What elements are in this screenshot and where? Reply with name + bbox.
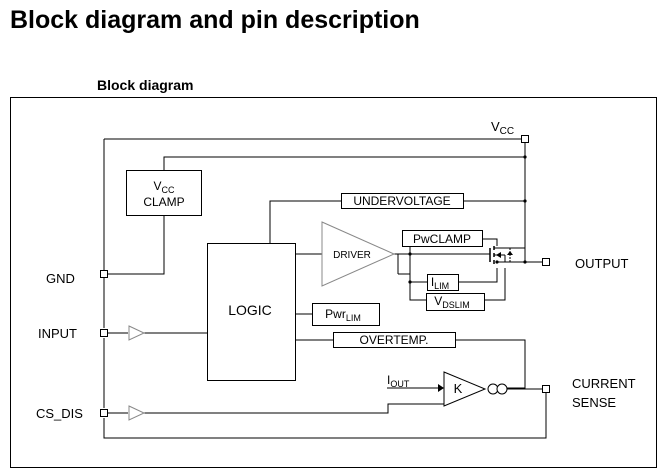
undervoltage-label: UNDERVOLTAGE xyxy=(353,194,450,208)
pwrlim-block xyxy=(312,303,380,326)
overtemp-block xyxy=(333,332,456,348)
k-label: K xyxy=(454,381,463,396)
pins xyxy=(100,135,550,417)
vdslim-label: VDSLIM xyxy=(434,294,470,310)
cs-dis-pin-label: CS_DIS xyxy=(36,406,83,421)
gnd-pin-label: GND xyxy=(46,271,75,286)
output-pin[interactable] xyxy=(542,258,550,266)
vdslim-block xyxy=(426,293,485,311)
vcc-clamp-block xyxy=(126,170,202,216)
driver-label: DRIVER xyxy=(333,250,371,261)
current-sense-pin[interactable] xyxy=(542,385,550,393)
page-title: Block diagram and pin description xyxy=(10,6,420,34)
undervoltage-block xyxy=(341,193,464,209)
vcc-pin-label: VCC xyxy=(491,119,514,137)
pwrlim-label: PwrLIM xyxy=(325,307,361,323)
input-buffer xyxy=(128,325,146,341)
current-sense-pin-label: CURRENT xyxy=(572,376,636,391)
iout-label: IOUT xyxy=(387,373,410,389)
vcc-clamp-label: VCC xyxy=(153,179,175,195)
logic-block xyxy=(207,243,296,381)
output-pin-label: OUTPUT xyxy=(575,256,629,271)
driver-block xyxy=(321,221,396,287)
current-sense-pin-label-line2: SENSE xyxy=(572,395,616,410)
pwclamp-block xyxy=(402,230,483,247)
gnd-pin[interactable] xyxy=(100,270,108,278)
input-pin-label: INPUT xyxy=(38,326,77,341)
overtemp-label: OVERTEMP. xyxy=(360,333,429,347)
junction-dots xyxy=(408,155,527,284)
ilim-block xyxy=(427,274,459,291)
output-mosfet-icon xyxy=(489,246,525,264)
logic-label: LOGIC xyxy=(228,302,272,318)
vcc-pin[interactable] xyxy=(521,135,529,143)
pwclamp-label: PwCLAMP xyxy=(413,232,471,246)
cs-dis-buffer xyxy=(128,405,146,421)
diagram-frame xyxy=(10,97,657,468)
ilim-label: ILIM xyxy=(431,275,449,291)
wires xyxy=(103,138,547,439)
input-pin[interactable] xyxy=(100,329,108,337)
cs-dis-pin[interactable] xyxy=(100,409,108,417)
k-amplifier xyxy=(443,371,487,407)
sense-coil-right-icon xyxy=(496,383,508,395)
vcc-clamp-label-line2: CLAMP xyxy=(143,195,184,209)
section-title: Block diagram xyxy=(97,77,194,93)
